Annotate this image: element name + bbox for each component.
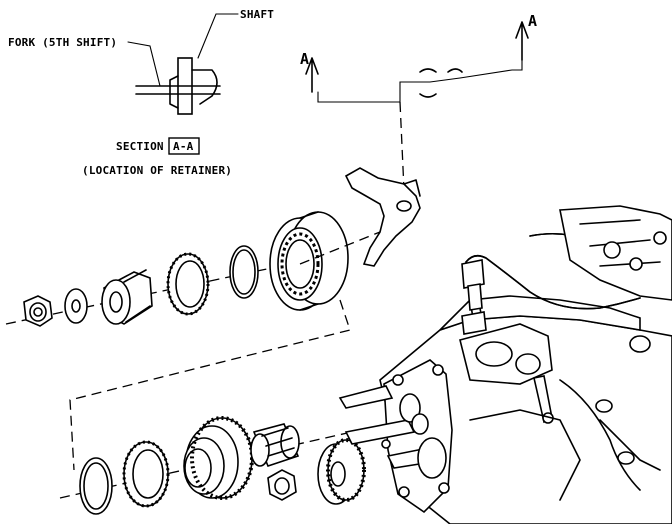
lower-parts-row xyxy=(59,411,441,515)
upper-parts-row xyxy=(5,211,349,327)
gear-5th-speed xyxy=(183,416,254,500)
snap-ring-lower xyxy=(79,457,113,515)
shift-fork-5th xyxy=(344,167,421,267)
arrow-right-icon xyxy=(515,21,529,61)
section-prefix-label: SECTION xyxy=(116,140,164,153)
washer-upper xyxy=(64,288,88,324)
arrow-left-icon xyxy=(305,57,319,93)
transmission-case xyxy=(338,205,672,524)
section-inset: SHAFT FORK (5TH SHIFT) SECTION A-A (LOCA… xyxy=(8,8,274,177)
fork-boss xyxy=(403,179,421,197)
upper-axis-line xyxy=(5,261,301,325)
connector-plug xyxy=(461,259,485,289)
section-arrow-left-label: A xyxy=(300,50,309,68)
case-top-cover xyxy=(439,295,641,331)
blocker-ring-lower xyxy=(122,440,170,508)
fork-leader-line xyxy=(127,41,161,87)
fork-to-sleeve-dash xyxy=(299,231,381,265)
shift-tower xyxy=(459,294,554,424)
section-cut-line xyxy=(317,59,523,103)
case-shafts xyxy=(338,385,447,479)
nut-lower xyxy=(267,469,297,501)
retainer-clip xyxy=(191,69,218,105)
sync-hub-upper xyxy=(101,269,153,325)
needle-bearing xyxy=(250,423,300,467)
blocker-ring-upper xyxy=(166,252,210,316)
section-arrow-right-label: A xyxy=(528,12,537,30)
shaft-label: SHAFT xyxy=(240,8,274,21)
wiring-harness xyxy=(461,232,641,335)
snap-ring-upper xyxy=(229,245,259,299)
shaft-leader-line xyxy=(197,13,239,59)
retainer-left xyxy=(169,75,179,109)
section-leader-dash xyxy=(399,101,405,191)
case-bolts xyxy=(381,364,450,498)
gear-driven xyxy=(317,438,366,505)
upper-to-lower-dash xyxy=(69,299,351,471)
section-id-box xyxy=(168,137,200,155)
case-rear-details xyxy=(469,205,672,501)
section-cut-indicator: A A xyxy=(300,12,537,191)
section-clip-marks xyxy=(419,68,463,98)
fork-pin-hole xyxy=(396,200,412,212)
location-label: (LOCATION OF RETAINER) xyxy=(82,164,232,177)
fork-body xyxy=(344,167,421,267)
nut-upper xyxy=(23,295,53,327)
fork-label: FORK (5TH SHIFT) xyxy=(8,36,117,49)
section-id-label: A-A xyxy=(173,140,194,153)
sync-sleeve-5th xyxy=(269,211,349,311)
